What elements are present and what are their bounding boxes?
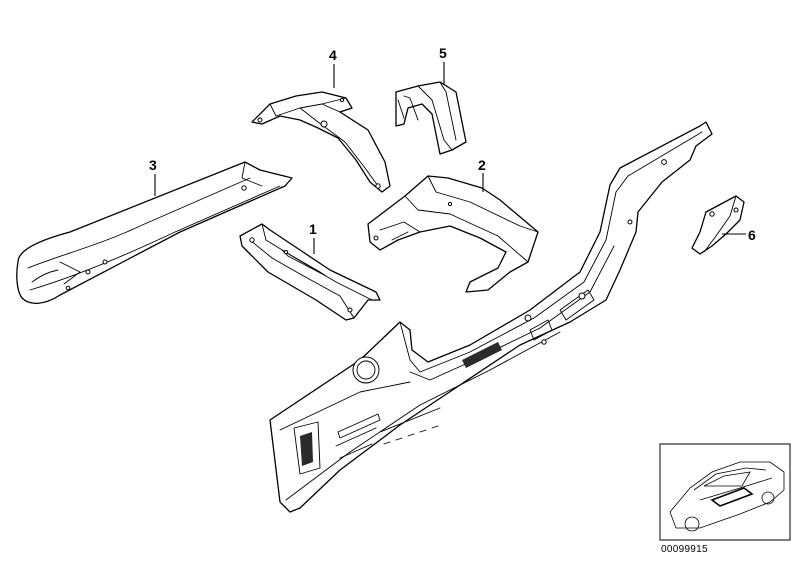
part-2-cross-member[interactable] (367, 175, 539, 293)
part-3-longitudinal-member[interactable] (16, 161, 293, 304)
callout-5: 5 (439, 45, 447, 61)
callout-2: 2 (478, 157, 486, 173)
callout-6: 6 (748, 227, 756, 243)
vehicle-thumbnail (659, 443, 791, 541)
part-6-small-bracket[interactable] (691, 195, 745, 255)
part-4-bracket[interactable] (251, 91, 391, 193)
callout-1: 1 (309, 221, 317, 237)
part-5-cover[interactable] (395, 81, 467, 155)
image-number: 00099915 (661, 544, 708, 555)
callout-3: 3 (149, 157, 157, 173)
side-frame-panel[interactable] (269, 121, 713, 513)
part-1-bracket[interactable] (239, 223, 381, 321)
callout-4: 4 (329, 47, 337, 63)
